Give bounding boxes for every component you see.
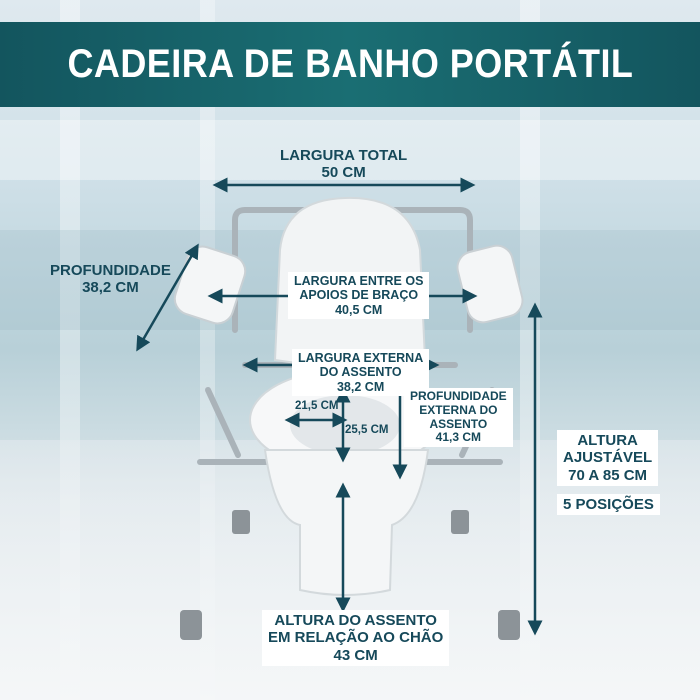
label-profundidade-externa-line2: EXTERNA DO bbox=[419, 402, 498, 417]
label-21-5: 21,5 CM bbox=[295, 400, 338, 413]
label-largura-apoios-line2: APOIOS DE BRAÇO bbox=[299, 288, 419, 303]
label-profundidade-externa-value: 41,3 CM bbox=[435, 430, 482, 445]
label-profundidade-value: 38,2 CM bbox=[82, 279, 139, 297]
label-altura-assento-line2: EM RELAÇÃO AO CHÃO bbox=[268, 629, 444, 647]
label-largura-externa-line1: LARGURA EXTERNA bbox=[298, 351, 424, 365]
label-largura-externa-line2: DO ASSENTO bbox=[319, 365, 402, 380]
label-altura-assento: ALTURA DO ASSENTO EM RELAÇÃO AO CHÃO 43 … bbox=[262, 610, 450, 666]
label-largura-apoios-value: 40,5 CM bbox=[335, 302, 383, 317]
label-profundidade: PROFUNDIDADE 38,2 CM bbox=[50, 262, 171, 297]
label-25-5-value: 25,5 CM bbox=[345, 424, 389, 436]
label-largura-externa: LARGURA EXTERNA DO ASSENTO 38,2 CM bbox=[292, 349, 430, 397]
label-altura-ajustavel-line1: ALTURA bbox=[577, 432, 638, 449]
leg-tips bbox=[180, 510, 520, 640]
label-largura-total: LARGURA TOTAL 50 CM bbox=[280, 147, 407, 182]
label-altura-assento-value: 43 CM bbox=[333, 646, 378, 664]
label-altura-ajustavel-value: 70 A 85 CM bbox=[568, 466, 648, 484]
label-profundidade-name: PROFUNDIDADE bbox=[50, 262, 171, 279]
label-posicoes-value: 5 POSIÇÕES bbox=[563, 496, 654, 513]
label-altura-assento-line1: ALTURA DO ASSENTO bbox=[274, 612, 437, 629]
title-banner: CADEIRA DE BANHO PORTÁTIL bbox=[0, 22, 700, 107]
label-profundidade-externa-line1: PROFUNDIDADE bbox=[410, 389, 507, 403]
label-21-5-value: 21,5 CM bbox=[295, 400, 339, 412]
label-25-5: 25,5 CM bbox=[345, 424, 388, 437]
label-altura-ajustavel-line2: AJUSTÁVEL bbox=[563, 449, 653, 467]
label-profundidade-externa-line3: ASSENTO bbox=[429, 416, 488, 431]
label-altura-ajustavel: ALTURA AJUSTÁVEL 70 A 85 CM bbox=[557, 430, 659, 486]
label-profundidade-externa: PROFUNDIDADE EXTERNA DO ASSENTO 41,3 CM bbox=[404, 388, 513, 448]
label-largura-apoios: LARGURA ENTRE OS APOIOS DE BRAÇO 40,5 CM bbox=[288, 272, 430, 320]
page-title: CADEIRA DE BANHO PORTÁTIL bbox=[67, 42, 633, 86]
label-largura-total-value: 50 CM bbox=[321, 164, 366, 182]
label-posicoes: 5 POSIÇÕES bbox=[557, 494, 660, 516]
toilet-bowl bbox=[263, 449, 430, 596]
label-largura-total-name: LARGURA TOTAL bbox=[280, 147, 408, 164]
label-largura-apoios-line1: LARGURA ENTRE OS bbox=[294, 274, 424, 288]
background-light-band bbox=[0, 120, 700, 180]
label-largura-externa-value: 38,2 CM bbox=[336, 379, 385, 394]
